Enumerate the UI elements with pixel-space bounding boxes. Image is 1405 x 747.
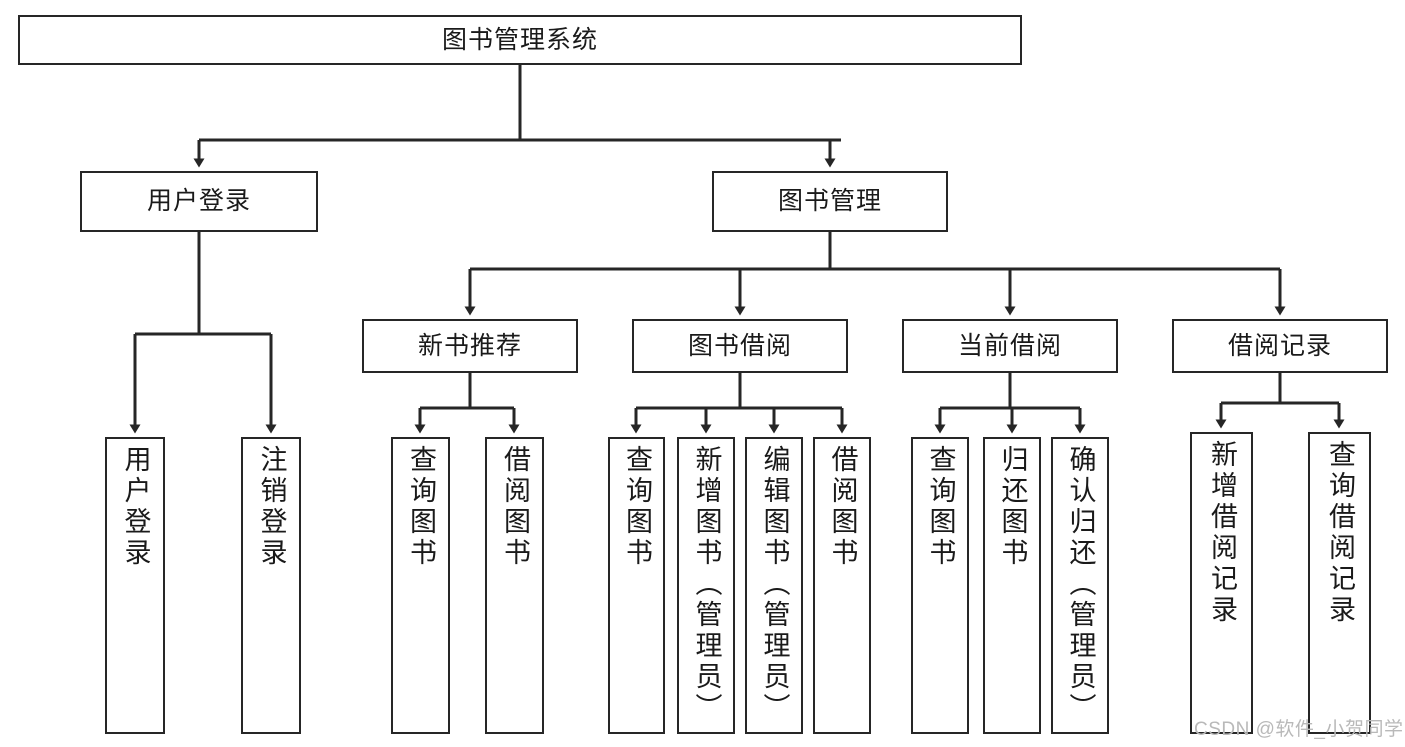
leaf-add-borrow-record-label: 新增借阅记录	[1207, 440, 1237, 626]
leaf-add-borrow-record[interactable]: 新增借阅记录	[1190, 432, 1253, 734]
leaf-add-book-admin-label: 新增图书（管理员）	[691, 445, 722, 724]
leaf-query-book-recommend-label: 查询图书	[406, 445, 436, 569]
leaf-user-login-label: 用户登录	[120, 445, 151, 569]
leaf-edit-book-admin[interactable]: 编辑图书（管理员）	[745, 437, 803, 734]
leaf-query-borrow-record[interactable]: 查询借阅记录	[1308, 432, 1371, 734]
node-book-management-label: 图书管理	[777, 187, 882, 216]
node-book-management[interactable]: 图书管理	[712, 171, 948, 232]
leaf-edit-book-admin-label: 编辑图书（管理员）	[759, 445, 790, 724]
node-user-login[interactable]: 用户登录	[80, 171, 318, 232]
leaf-borrow-book-recommend-label: 借阅图书	[500, 445, 530, 569]
node-book-borrow[interactable]: 图书借阅	[632, 319, 848, 373]
csdn-watermark: CSDN @软件_小贺同学	[1194, 719, 1404, 740]
leaf-user-login[interactable]: 用户登录	[105, 437, 165, 734]
leaf-query-book-current[interactable]: 查询图书	[911, 437, 969, 734]
leaf-borrow-book-recommend[interactable]: 借阅图书	[485, 437, 544, 734]
node-root-label: 图书管理系统	[441, 25, 598, 54]
leaf-return-book-label: 归还图书	[997, 445, 1028, 569]
leaf-confirm-return-admin[interactable]: 确认归还（管理员）	[1051, 437, 1109, 734]
node-new-book-recommend-label: 新书推荐	[417, 331, 522, 360]
leaf-query-book-recommend[interactable]: 查询图书	[391, 437, 450, 734]
node-current-borrow-label: 当前借阅	[957, 331, 1062, 360]
node-user-login-label: 用户登录	[146, 187, 251, 216]
leaf-logout[interactable]: 注销登录	[241, 437, 301, 734]
node-current-borrow[interactable]: 当前借阅	[902, 319, 1118, 373]
node-borrow-record[interactable]: 借阅记录	[1172, 319, 1388, 373]
leaf-borrow-book-label: 借阅图书	[827, 445, 858, 569]
leaf-add-book-admin[interactable]: 新增图书（管理员）	[677, 437, 735, 734]
node-borrow-record-label: 借阅记录	[1227, 331, 1332, 360]
leaf-query-borrow-record-label: 查询借阅记录	[1325, 440, 1355, 626]
leaf-query-book-borrow[interactable]: 查询图书	[608, 437, 665, 734]
leaf-query-book-current-label: 查询图书	[925, 445, 956, 569]
leaf-query-book-borrow-label: 查询图书	[622, 445, 652, 569]
leaf-return-book[interactable]: 归还图书	[983, 437, 1041, 734]
node-root[interactable]: 图书管理系统	[18, 15, 1022, 65]
node-new-book-recommend[interactable]: 新书推荐	[362, 319, 578, 373]
leaf-logout-label: 注销登录	[256, 445, 287, 569]
node-book-borrow-label: 图书借阅	[687, 331, 792, 360]
leaf-borrow-book[interactable]: 借阅图书	[813, 437, 871, 734]
leaf-confirm-return-admin-label: 确认归还（管理员）	[1065, 445, 1096, 724]
